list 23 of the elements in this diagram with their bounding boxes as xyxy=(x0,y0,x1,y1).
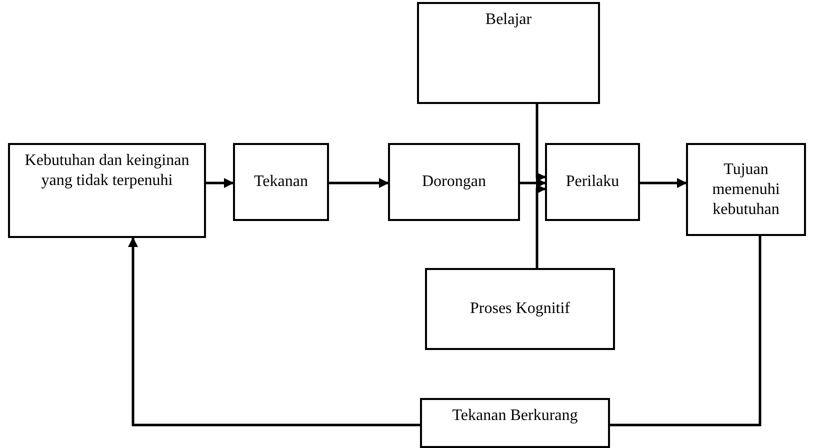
box-label: Tekanan xyxy=(254,172,308,192)
process-box xyxy=(425,268,615,350)
arrow xyxy=(520,178,546,188)
box-label: Proses Kognitif xyxy=(470,299,570,319)
arrow xyxy=(128,237,420,426)
arrow xyxy=(329,178,389,188)
process-box xyxy=(388,143,520,221)
box-label: Dorongan xyxy=(422,172,486,192)
box-label: Belajar xyxy=(485,10,532,30)
box-label: Kebutuhan dan keinginan yang tidak terpenuhi xyxy=(24,151,190,191)
process-box xyxy=(545,143,640,221)
box-label: Tekanan Berkurang xyxy=(452,406,578,426)
arrow xyxy=(536,104,546,182)
process-box xyxy=(8,143,206,238)
arrow xyxy=(536,184,546,268)
box-label: Tujuan memenuhi kebutuhan xyxy=(711,160,781,220)
process-box xyxy=(233,143,329,221)
box-label: Perilaku xyxy=(566,172,620,192)
process-box xyxy=(420,398,610,448)
process-box xyxy=(686,143,806,236)
arrow xyxy=(206,178,234,188)
arrow xyxy=(640,178,687,188)
process-box xyxy=(417,2,600,104)
